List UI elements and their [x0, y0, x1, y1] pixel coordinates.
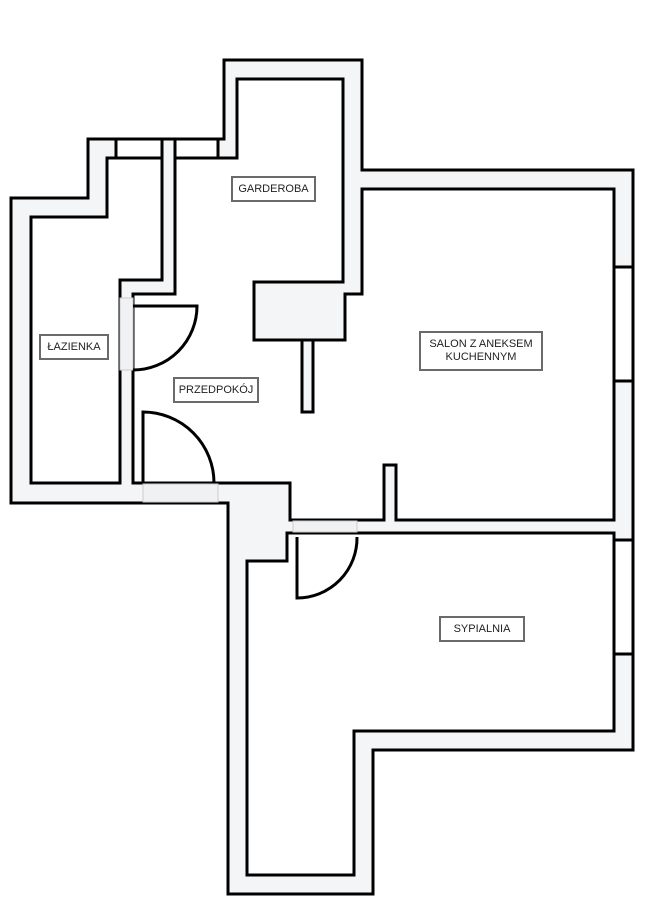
- label-przedpokoj: PRZEDPOKÓJ: [173, 377, 259, 403]
- room-lazienka: [29, 156, 164, 485]
- door-opening-sypialnia: [292, 520, 358, 533]
- label-text: ŁAZIENKA: [47, 340, 101, 353]
- label-text: PRZEDPOKÓJ: [178, 383, 254, 396]
- window: [173, 137, 220, 160]
- pillar: [300, 338, 315, 414]
- label-text: SYPIALNIA: [453, 622, 511, 635]
- label-garderoba: GARDEROBA: [231, 176, 316, 202]
- label-sypialnia: SYPIALNIA: [439, 616, 525, 642]
- door-swing-lazienka: [132, 304, 199, 372]
- window: [114, 137, 164, 160]
- label-salon: SALON Z ANEKSEM KUCHENNYM: [419, 331, 543, 371]
- window: [612, 538, 635, 656]
- door-swing-entry: [141, 410, 216, 484]
- door-swing-sypialnia: [295, 536, 359, 600]
- label-lazienka: ŁAZIENKA: [39, 334, 109, 360]
- label-text: GARDEROBA: [238, 182, 309, 195]
- door-opening-lazienka: [119, 297, 134, 371]
- label-text: KUCHENNYM: [445, 351, 517, 363]
- room-sypialnia: [245, 531, 616, 877]
- door-opening-entry: [142, 483, 219, 503]
- window: [612, 265, 635, 383]
- label-text: SALON Z ANEKSEM: [429, 338, 533, 350]
